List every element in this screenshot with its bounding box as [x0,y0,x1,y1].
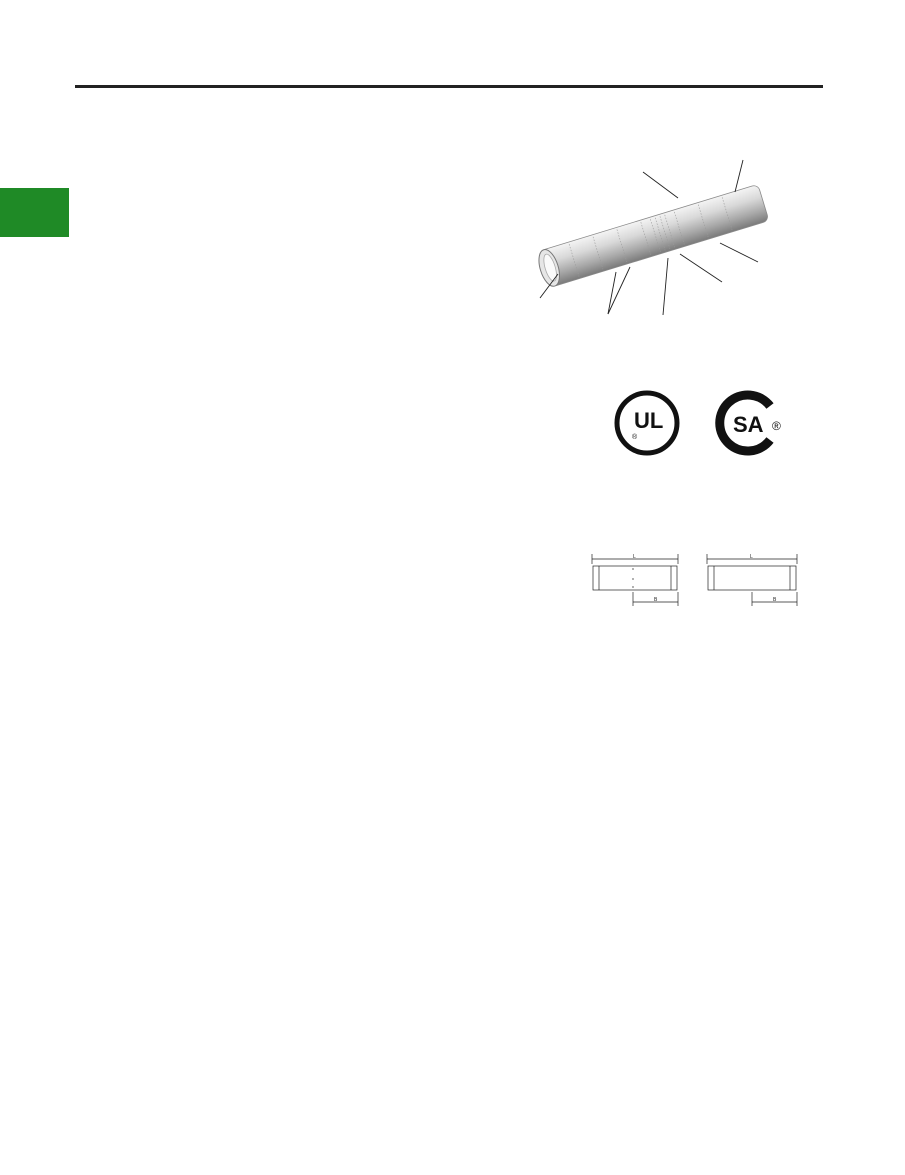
callout-leader-lines [539,159,759,316]
dimension-drawing-left [591,554,679,606]
csa-registered-symbol: ® [772,419,781,433]
ul-mark-text: UL [634,408,663,433]
csa-mark-text: SA [733,412,764,437]
ul-registered-symbol: ® [632,433,638,441]
ul-mark: UL ® [614,390,680,456]
dimension-drawings: L B L B [591,554,798,606]
dimension-b-label-right: B [773,597,777,603]
certification-marks: UL ® SA ® [614,390,781,456]
dimension-b-label-left: B [654,597,658,603]
dimension-length-label-right: L [750,554,753,560]
dimension-drawing-right [706,554,798,606]
header-rule [75,85,823,88]
splice-sleeve-illustration [538,159,768,316]
dimension-length-label-left: L [633,554,636,560]
section-tab [0,188,69,237]
csa-mark: SA ® [715,390,781,456]
